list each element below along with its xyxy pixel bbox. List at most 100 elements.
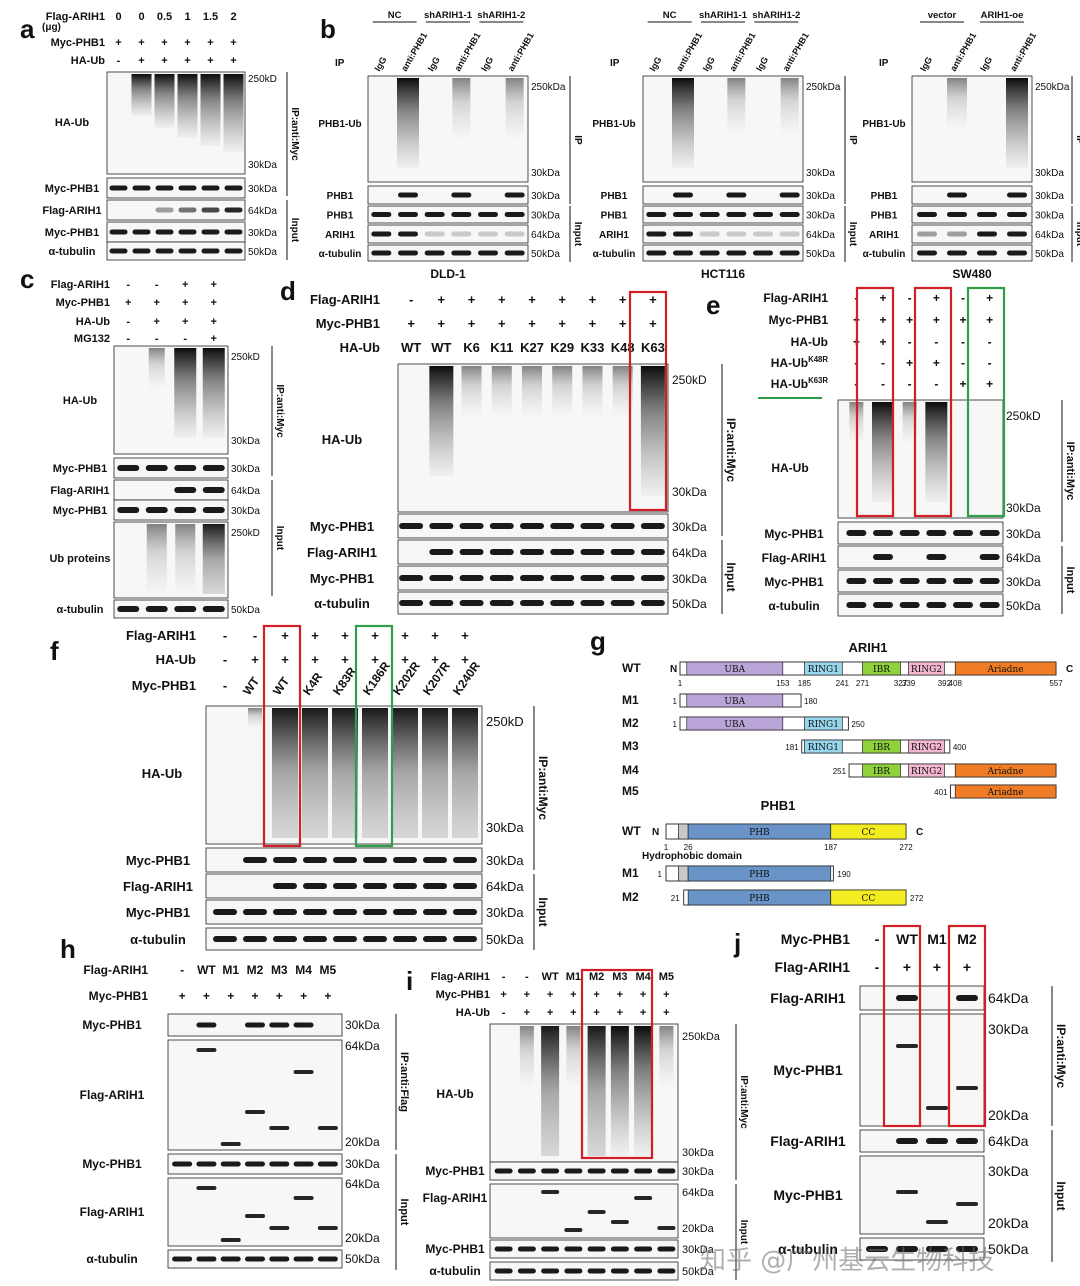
lane-value: + — [619, 292, 627, 307]
group-label: IP — [847, 135, 858, 145]
blot-row-label: Flag-ARIH1 — [123, 879, 193, 894]
blot-band — [371, 212, 392, 217]
lane-value: + — [431, 628, 439, 643]
lane-value: + — [230, 37, 236, 49]
lane-value: M2 — [247, 963, 264, 977]
blot-band — [610, 575, 635, 581]
lane-value: K48 — [611, 340, 635, 355]
blot-band — [580, 523, 605, 529]
lane-value: - — [223, 652, 227, 667]
blot-band — [657, 1246, 676, 1252]
row-label: HA-Ub — [156, 652, 196, 667]
lane-value: + — [589, 292, 597, 307]
blot-band — [220, 1256, 241, 1262]
blot-band — [196, 1161, 217, 1167]
blot-row-label: α-tubulin — [130, 932, 186, 947]
blot-band — [202, 606, 225, 612]
mw-marker: 50kDa — [672, 597, 707, 611]
ubiquitin-smear — [902, 402, 917, 442]
blot-band — [956, 995, 978, 1001]
lane-value: + — [138, 55, 144, 67]
blot-band — [398, 192, 418, 198]
lane-value: - — [117, 55, 121, 67]
lane-value: + — [211, 279, 217, 291]
c-terminus: C — [1066, 664, 1073, 675]
blot-frame — [837, 521, 1004, 545]
blot-band — [640, 523, 665, 529]
position-tick: 272 — [899, 843, 913, 852]
mw-marker: 50kDa — [231, 605, 260, 616]
blot-frame — [113, 599, 229, 619]
domain-name: UBA — [724, 665, 745, 675]
ubiquitin-smear — [146, 524, 167, 594]
mw-marker: 50kDa — [248, 247, 277, 258]
lane-value: + — [207, 55, 213, 67]
blot-band — [245, 1022, 265, 1028]
blot-band — [504, 212, 525, 217]
lane-value: + — [461, 628, 469, 643]
ubiquitin-smear — [552, 366, 573, 416]
lane-label: anti:PHB1 — [781, 31, 811, 73]
lane-value: + — [203, 989, 210, 1003]
blot-band — [399, 575, 424, 581]
blot-band — [610, 1168, 629, 1174]
mw-marker: 50kDa — [1006, 599, 1041, 613]
blot-band — [541, 1268, 560, 1274]
mw-marker: 64kDa — [988, 990, 1029, 1006]
highlight-box — [354, 624, 394, 848]
blot-band — [371, 231, 392, 237]
blot-band — [779, 250, 800, 256]
row-label: HA-UbK63R — [771, 376, 829, 391]
mw-marker: 64kDa — [672, 546, 707, 560]
blot-band — [333, 909, 357, 915]
ubiquitin-smear — [177, 74, 198, 138]
position-tick: 271 — [856, 679, 870, 688]
lane-value: + — [570, 1007, 576, 1019]
domain-name: Ariadne — [987, 767, 1024, 777]
blot-band — [109, 248, 128, 254]
mw-marker: 30kDa — [531, 211, 560, 222]
group-header: shARIH1-1 — [699, 10, 748, 21]
lane-value: 0.5 — [157, 11, 172, 23]
group-header: NC — [663, 10, 677, 21]
blot-band — [317, 1256, 338, 1262]
lane-value: 0 — [138, 11, 144, 23]
mw-marker: 30kDa — [806, 168, 835, 179]
lane-value: - — [875, 959, 880, 975]
lane-value: + — [468, 316, 476, 331]
ubiquitin-smear — [174, 348, 197, 438]
cell-line-label: HCT116 — [701, 267, 745, 281]
blot-row-label: α-tubulin — [48, 246, 95, 258]
lane-value: + — [558, 316, 566, 331]
blot-row-label: Myc-PHB1 — [45, 183, 99, 195]
mw-marker: 30kDa — [806, 191, 835, 202]
mw-marker: 30kDa — [231, 436, 260, 447]
ubiquitin-smear — [175, 524, 196, 594]
blot-band — [363, 936, 387, 942]
blot-band — [245, 1256, 265, 1262]
row-label: HA-Ub — [71, 55, 105, 67]
domain-name: RING1 — [808, 743, 839, 753]
blot-band — [117, 465, 140, 471]
row-label: Myc-PHB1 — [56, 297, 110, 309]
hydrophobic-domain-label: Hydrophobic domain — [642, 851, 742, 862]
lane-value: + — [371, 652, 379, 667]
lane-value: - — [875, 931, 880, 947]
group-label: Input — [289, 218, 300, 243]
lane-value: K83R — [330, 664, 359, 697]
lane-value: M4 — [635, 971, 651, 983]
domain-block — [687, 865, 832, 882]
mw-marker: 20kDa — [988, 1107, 1029, 1123]
domain-ring2-block — [908, 763, 945, 778]
group-label: Input — [536, 897, 550, 926]
mw-marker: 250kD — [248, 74, 277, 85]
lane-label: anti:PHB1 — [452, 31, 482, 73]
blot-band — [926, 1220, 948, 1224]
lane-value: WT — [240, 674, 263, 698]
ip-label: IP — [610, 58, 620, 69]
blot-band — [634, 1246, 653, 1252]
blot-band — [753, 231, 773, 237]
lane-value: - — [934, 335, 938, 349]
